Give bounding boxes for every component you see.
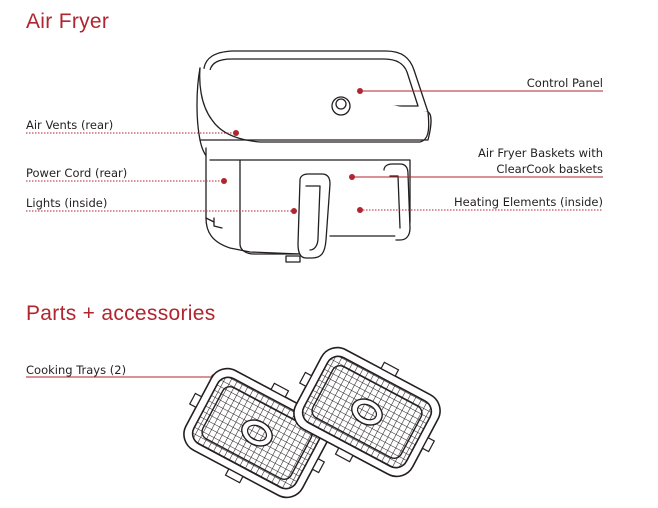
callout-label-baskets-line2: ClearCook baskets — [496, 162, 603, 176]
air-fryer-illustration — [196, 50, 432, 263]
marker-control-panel — [357, 88, 363, 94]
cooking-tray-left — [183, 367, 331, 499]
marker-air-vents — [233, 130, 239, 136]
marker-baskets — [349, 174, 355, 180]
section-title-parts-accessories: Parts + accessories — [26, 302, 216, 325]
callout-label-lights: Lights (inside) — [26, 196, 108, 210]
callout-label-air-vents: Air Vents (rear) — [26, 118, 114, 132]
section-title-air-fryer: Air Fryer — [26, 10, 110, 33]
callout-label-control-panel: Control Panel — [526, 76, 603, 90]
callout-label-heating-elements: Heating Elements (inside) — [454, 195, 603, 209]
callout-label-baskets-line1: Air Fryer Baskets with — [477, 146, 603, 160]
callout-label-cooking-trays: Cooking Trays (2) — [26, 363, 127, 377]
marker-heating-elements — [357, 207, 363, 213]
callout-lines — [26, 90, 603, 378]
cooking-tray-right — [293, 346, 441, 478]
callout-markers — [211, 88, 363, 380]
marker-lights — [291, 208, 297, 214]
marker-power-cord — [221, 178, 227, 184]
callout-label-power-cord: Power Cord (rear) — [26, 166, 128, 180]
